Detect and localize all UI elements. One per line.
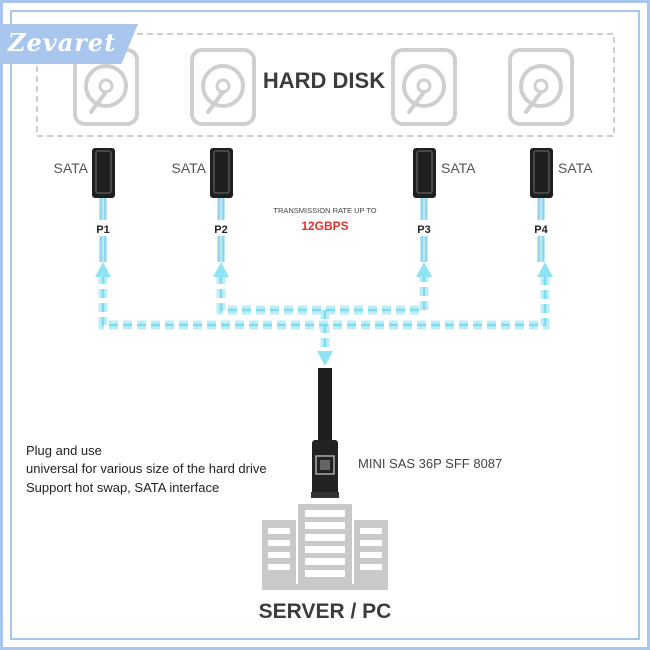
sata-label-p3: SATA xyxy=(441,160,476,176)
port-label-p4: P4 xyxy=(534,224,548,236)
server-icon xyxy=(262,504,388,590)
hard-disk-icon xyxy=(508,48,574,126)
hard-disk-icon xyxy=(391,48,457,126)
inner-frame xyxy=(10,10,640,640)
sata-label-p2: SATA xyxy=(172,160,207,176)
connector-label: MINI SAS 36P SFF 8087 xyxy=(358,456,502,471)
transmission-label: TRANSMISSION RATE UP TO xyxy=(273,206,376,215)
brand-banner: Zevaret xyxy=(0,24,138,64)
transmission-rate: 12GBPS xyxy=(301,219,348,233)
feature-line: Support hot swap, SATA interface xyxy=(26,480,219,495)
sata-label-p1: SATA xyxy=(54,160,89,176)
feature-line: universal for various size of the hard d… xyxy=(26,461,267,476)
arrow-heads xyxy=(95,262,553,366)
sata-connector-p2 xyxy=(210,148,233,262)
port-label-p1: P1 xyxy=(96,224,109,236)
feature-line: Plug and use xyxy=(26,443,102,458)
server-label: SERVER / PC xyxy=(259,600,392,623)
port-label-p3: P3 xyxy=(417,224,430,236)
sata-label-p4: SATA xyxy=(558,160,593,176)
sata-connector-p1 xyxy=(92,148,115,262)
mini-sas-cable xyxy=(311,368,339,498)
sata-connector-p4 xyxy=(530,148,553,262)
port-label-p2: P2 xyxy=(214,224,227,236)
hard-disk-icon xyxy=(190,48,256,126)
sata-connector-p3 xyxy=(413,148,436,262)
brand-logo: Zevaret xyxy=(8,28,117,57)
hard-disk-label: HARD DISK xyxy=(263,68,385,93)
signal-path-arrows-core xyxy=(101,275,547,350)
